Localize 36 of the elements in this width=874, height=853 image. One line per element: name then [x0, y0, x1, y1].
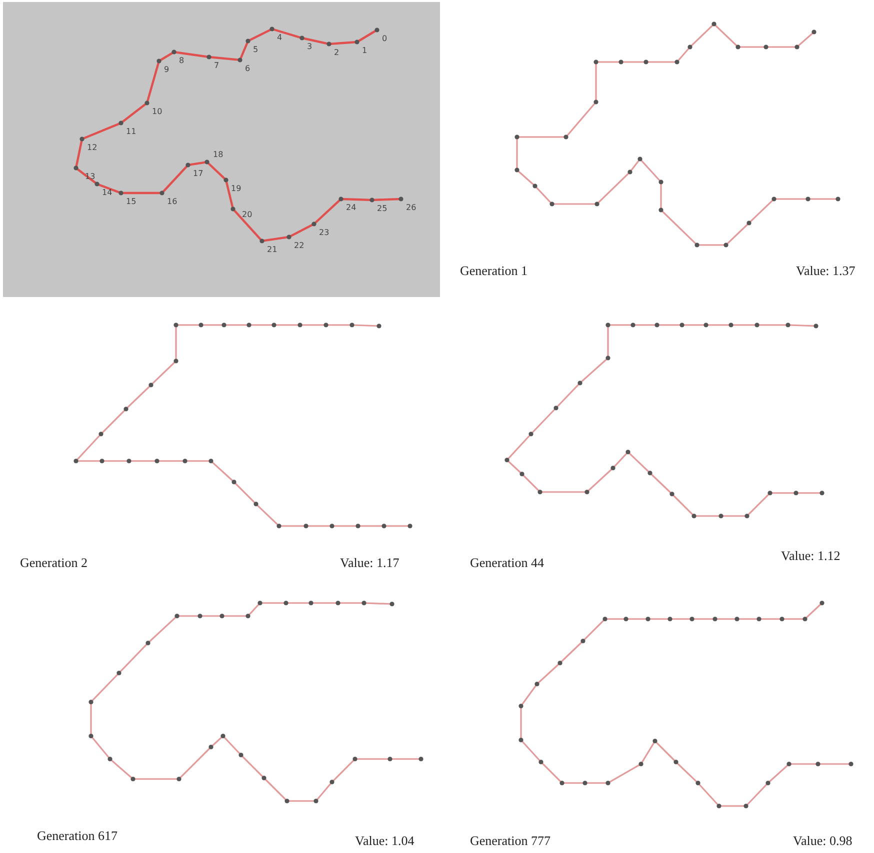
point-number: 14 — [102, 188, 112, 197]
point-number: 9 — [164, 65, 170, 74]
point-number: 10 — [152, 107, 162, 116]
point-number: 18 — [213, 150, 224, 159]
point-number: 22 — [294, 241, 304, 250]
point-number: 2 — [334, 48, 340, 57]
point-number: 6 — [245, 64, 250, 73]
generation-label: Generation 777 — [470, 833, 551, 848]
value-label: Value: 1.37 — [796, 263, 856, 278]
point-number: 0 — [382, 34, 388, 43]
point-number: 25 — [377, 204, 388, 213]
point-number: 15 — [126, 197, 136, 206]
point-number: 20 — [242, 210, 252, 219]
point-number: 3 — [307, 42, 312, 51]
point-number: 5 — [253, 45, 258, 54]
point-number: 7 — [214, 61, 220, 70]
value-label: Value: 0.98 — [793, 833, 852, 848]
point-number: 26 — [406, 203, 416, 212]
value-label: Value: 1.17 — [340, 555, 400, 570]
point-number: 16 — [167, 197, 178, 206]
point-number: 17 — [193, 169, 204, 178]
value-label: Value: 1.12 — [781, 548, 840, 563]
point-number: 24 — [346, 203, 356, 212]
point-number: 12 — [87, 143, 98, 152]
generation-label: Generation 44 — [470, 555, 544, 570]
point-number: 23 — [319, 228, 330, 237]
point-number: 4 — [277, 33, 282, 42]
point-number: 21 — [267, 245, 278, 254]
point-number: 11 — [126, 127, 136, 136]
generation-label: Generation 1 — [460, 263, 528, 278]
point-number: 8 — [179, 56, 184, 65]
point-number: 19 — [231, 184, 242, 193]
value-label: Value: 1.04 — [355, 833, 414, 848]
generation-label: Generation 617 — [37, 828, 118, 843]
point-number: 1 — [362, 46, 368, 55]
generation-label: Generation 2 — [20, 555, 88, 570]
